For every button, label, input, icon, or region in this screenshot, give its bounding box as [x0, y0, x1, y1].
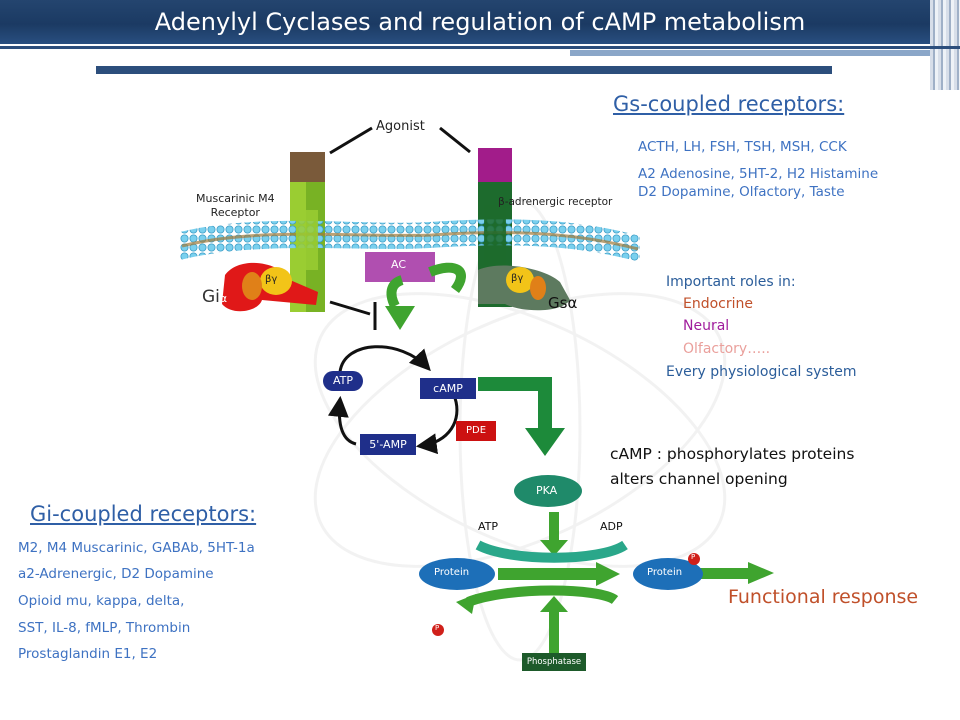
protein-right [633, 558, 703, 590]
agonist-line-left [329, 126, 373, 155]
atp-adp-curve [475, 540, 628, 563]
gs-line-1: ACTH, LH, FSH, TSH, MSH, CCK [638, 139, 847, 155]
gs-heading: Gs-coupled receptors: [613, 92, 845, 116]
title-rule-3 [570, 50, 930, 56]
gs-beta-gamma-label: βγ [511, 273, 524, 284]
gi-line-3: Opioid mu, kappa, delta, [18, 593, 185, 609]
gi-alpha-label: Giα [202, 287, 228, 307]
roles-footer: Every physiological system [666, 364, 857, 380]
gi-heading: Gi-coupled receptors: [30, 502, 257, 526]
camp-note-line-2: alters channel opening [610, 470, 788, 488]
title-rule-1 [0, 46, 960, 49]
phosphatase-node: Phosphatase [522, 653, 586, 671]
muscarinic-label-line-2: Receptor [210, 206, 260, 219]
pka-node [514, 475, 582, 507]
camp-node: cAMP [420, 378, 476, 399]
role-olfactory: Olfactory….. [683, 341, 771, 357]
phosphate-dot-right [688, 553, 700, 565]
slide-title: Adenylyl Cyclases and regulation of cAMP… [154, 8, 806, 36]
protein-left-label: Protein [434, 567, 470, 578]
pde-node: PDE [456, 421, 496, 441]
gs-alpha-label: Gsα [548, 294, 578, 312]
role-endocrine: Endocrine [683, 296, 753, 312]
dephosphorylation-curve [466, 585, 619, 607]
protein-left [419, 558, 495, 590]
gi-line-4: SST, IL-8, fMLP, Thrombin [18, 620, 191, 636]
gi-alpha-sub: α [219, 292, 228, 305]
title-bar [0, 0, 960, 44]
agonist-line-right [439, 126, 471, 154]
gi-line-2: a2-Adrenergic, D2 Dopamine [18, 566, 214, 582]
atp-to-camp-arrow [338, 345, 431, 373]
pka-down-arrow [540, 540, 568, 556]
atp-label-2: ATP [478, 520, 499, 533]
protein-right-label: Protein [647, 567, 683, 578]
gs-line-3: D2 Dopamine, Olfactory, Taste [638, 184, 845, 200]
protein-phosphorylation-arrow [596, 562, 620, 586]
gi-line-5: Prostaglandin E1, E2 [18, 646, 158, 662]
phosphate-dot-left [432, 624, 444, 636]
phosphatase-up-arrow [540, 596, 568, 612]
ac-label: AC [391, 258, 407, 271]
ac-down-arrow [385, 306, 415, 330]
corner-decoration [930, 0, 960, 90]
gi-beta-gamma-label: βγ [265, 274, 278, 285]
amp-to-atp-arrow [327, 395, 357, 446]
membrane [180, 219, 640, 262]
gi-line-1: M2, M4 Muscarinic, GABAb, 5HT-1a [18, 540, 255, 556]
ac-cycle-arrow-right [428, 262, 466, 293]
gs-line-2: A2 Adenosine, 5HT-2, H2 Histamine [638, 166, 879, 182]
role-neural: Neural [683, 318, 730, 334]
gs-beta-gamma [506, 267, 534, 293]
atp-node: ATP [323, 371, 363, 391]
functional-response-label: Functional response [728, 586, 919, 608]
camp-to-amp-arrow [415, 397, 459, 455]
five-amp-node: 5'-AMP [360, 434, 416, 455]
camp-to-pka-arrow [478, 377, 552, 430]
pka-label: PKA [536, 484, 558, 497]
title-rule-2 [96, 66, 832, 74]
phospho-label-right: P [691, 553, 696, 561]
gi-beta-gamma [260, 267, 292, 295]
muscarinic-label-line-1: Muscarinic M4 [196, 192, 275, 205]
gi-inhibition-line [329, 300, 371, 316]
muscarinic-label: Muscarinic M4 Receptor [196, 192, 275, 220]
phospho-label-left: P [435, 624, 440, 632]
agonist-label: Agonist [376, 119, 425, 134]
roles-heading: Important roles in: [666, 274, 796, 290]
functional-response-arrow [748, 562, 774, 584]
camp-note-line-1: cAMP : phosphorylates proteins [610, 445, 855, 463]
muscarinic-receptor-top [290, 152, 325, 182]
adp-label: ADP [600, 520, 623, 533]
beta-receptor-top [478, 148, 512, 182]
beta-receptor-label: β-adrenergic receptor [498, 196, 613, 208]
